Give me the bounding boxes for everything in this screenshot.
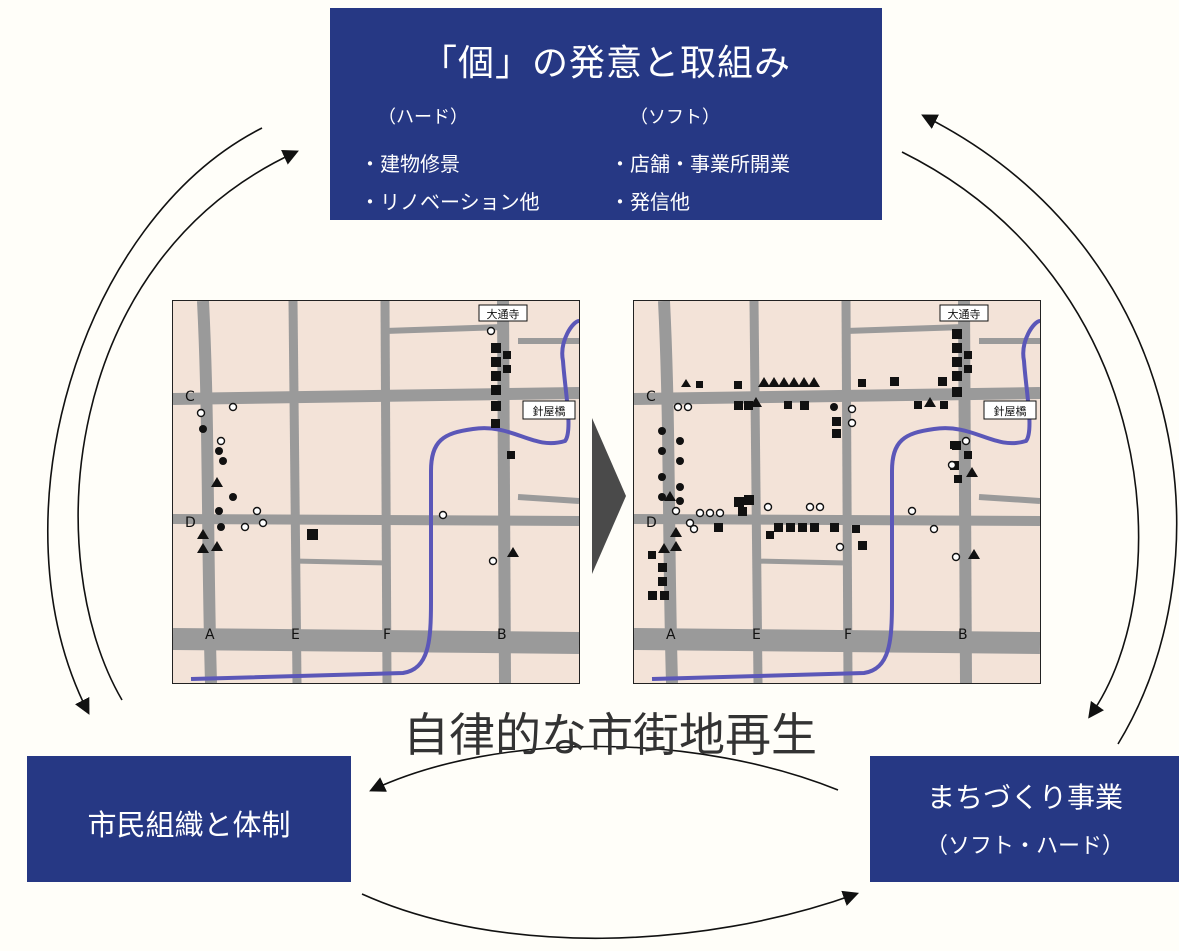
soft-item: ・店舗・事業所開業 [610,152,790,176]
hard-item: ・リノベーション他 [360,190,540,214]
bridge-label: 針屋橋 [533,404,566,418]
hard-item: ・建物修景 [360,152,460,176]
street-label: A [666,627,676,643]
arrow-right-to-left [369,745,839,792]
street-label: E [291,627,300,643]
street-label: F [383,627,391,643]
arrow-top-to-left-outer [47,127,263,715]
arrow-right-to-top [921,114,1178,745]
street-label: D [185,515,196,531]
street-label: D [646,515,657,531]
street-label: B [497,627,507,643]
individual-initiative-box: 「個」の発意と取組み （ハード） （ソフト） ・建物修景 ・リノベーション他 ・… [330,8,882,220]
temple-label: 大通寺 [948,307,981,321]
transition-arrow-icon [592,418,626,574]
arrow-left-to-top-inner [77,150,299,701]
temple-label: 大通寺 [487,307,520,321]
citizen-organization-box: 市民組織と体制 [27,756,351,882]
town-development-sublabel: （ソフト・ハード） [925,834,1124,859]
town-development-label: まちづくり事業 [926,781,1123,814]
center-caption: 自律的な市街地再生 [403,708,817,762]
bridge-label: 針屋橋 [994,404,1027,418]
street-label: B [958,627,968,643]
hard-heading: （ハード） [378,107,468,128]
map-after-drawing: 大通寺 針屋橋 A E F B C D [634,301,1040,683]
soft-heading: （ソフト） [630,107,720,128]
map-before-drawing: 大通寺 針屋橋 A E F B C D [173,301,579,683]
street-label: C [646,389,656,405]
citizen-organization-label: 市民組織と体制 [87,808,291,842]
map-after: 大通寺 針屋橋 A E F B C D [633,300,1041,684]
street-label: C [185,389,195,405]
initiative-title: 「個」の発意と取組み [420,43,791,84]
arrow-left-to-right [361,890,860,940]
soft-item: ・発信他 [610,190,690,214]
street-label: E [752,627,761,643]
town-development-box: まちづくり事業 （ソフト・ハード） [870,756,1179,882]
arrow-top-to-right [901,151,1140,719]
street-label: F [844,627,852,643]
map-before: 大通寺 針屋橋 A E F B C D [172,300,580,684]
street-label: A [205,627,215,643]
